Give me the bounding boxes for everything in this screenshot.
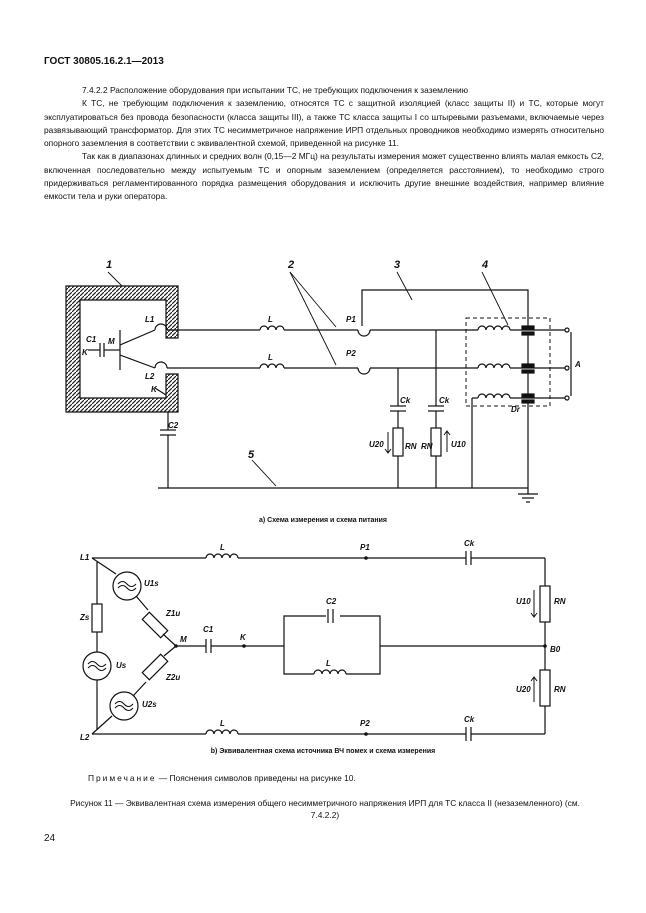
label-c1: C1 <box>86 335 97 344</box>
callout-2: 2 <box>287 259 294 271</box>
label-b-u20: U20 <box>516 685 531 694</box>
note-label: Примечание <box>88 773 157 783</box>
callout-3: 3 <box>394 259 400 271</box>
label-b-us: Us <box>116 661 127 670</box>
diagram-b-labels: L1 L2 U1s Zs Us U2s Z1u Z2u M C1 K C2 L … <box>79 539 566 742</box>
label-b-c2: C2 <box>326 597 337 606</box>
caption-b: b) Эквивалентная схема источника ВЧ поме… <box>210 748 436 755</box>
note-text: — Пояснения символов приведены на рисунк… <box>156 773 356 783</box>
label-l-top: L <box>268 315 273 324</box>
paragraph-1: К ТС, не требующим подключения к заземле… <box>44 98 604 149</box>
label-b-u2s: U2s <box>142 700 157 709</box>
label-b-ck-bottom: Ck <box>464 715 475 724</box>
label-b-u10: U10 <box>516 597 531 606</box>
paragraph-2: Так как в диапазонах длинных и средних в… <box>44 151 604 202</box>
label-k-left: K <box>82 348 89 357</box>
label-b-l-mid: L <box>326 659 331 668</box>
diagram-b-dots <box>174 556 547 736</box>
note: Примечание — Пояснения символов приведен… <box>88 773 356 783</box>
diagram-a <box>65 271 572 503</box>
caption-a: a) Схема измерения и схема питания <box>258 517 388 524</box>
label-dr: Dr <box>511 405 521 414</box>
label-b-b0: B0 <box>550 645 561 654</box>
label-b-zs: Zs <box>79 613 90 622</box>
label-l1: L1 <box>145 315 155 324</box>
diagram-b <box>82 551 551 741</box>
label-b-rn2: RN <box>554 685 566 694</box>
label-b-ck-top: Ck <box>464 539 475 548</box>
callout-4: 4 <box>481 259 488 271</box>
diagram-a-labels: 1 2 3 4 5 C1 M K K L1 L2 C2 L L P1 P2 Ck… <box>82 259 581 461</box>
label-ck1: Ck <box>400 396 411 405</box>
label-c2: C2 <box>168 421 179 430</box>
label-b-u1s: U1s <box>144 579 159 588</box>
label-rn2: RN <box>421 442 433 451</box>
label-p1: P1 <box>346 315 356 324</box>
label-u20: U20 <box>369 440 384 449</box>
label-b-m: M <box>180 635 187 644</box>
label-b-rn1: RN <box>554 597 566 606</box>
callout-5: 5 <box>248 449 255 461</box>
label-ck2: Ck <box>439 396 450 405</box>
label-b-p1: P1 <box>360 543 370 552</box>
label-b-l-bottom: L <box>220 719 225 728</box>
label-l-bottom: L <box>268 353 273 362</box>
label-rn1: RN <box>405 442 417 451</box>
page-number: 24 <box>44 833 56 844</box>
label-a: A <box>574 360 581 369</box>
callout-1: 1 <box>106 259 112 271</box>
label-b-k: K <box>240 633 247 642</box>
label-b-z1u: Z1u <box>165 609 180 618</box>
label-b-z2u: Z2u <box>165 673 180 682</box>
figure-title: Рисунок 11 — Эквивалентная схема измерен… <box>70 798 580 820</box>
label-b-l1: L1 <box>80 553 90 562</box>
label-b-p2: P2 <box>360 719 370 728</box>
label-b-c1: C1 <box>203 625 214 634</box>
label-p2: P2 <box>346 349 356 358</box>
label-m: M <box>108 337 115 346</box>
label-b-l-top: L <box>220 543 225 552</box>
label-b-l2: L2 <box>80 733 90 742</box>
label-k-box: K <box>151 385 158 394</box>
label-l2: L2 <box>145 372 155 381</box>
document-header: ГОСТ 30805.16.2.1—2013 <box>44 56 164 67</box>
body-text: 7.4.2.2 Расположение оборудования при ис… <box>44 84 604 204</box>
eut-enclosure <box>65 285 179 413</box>
section-heading: 7.4.2.2 Расположение оборудования при ис… <box>82 85 468 95</box>
label-u10: U10 <box>451 440 466 449</box>
